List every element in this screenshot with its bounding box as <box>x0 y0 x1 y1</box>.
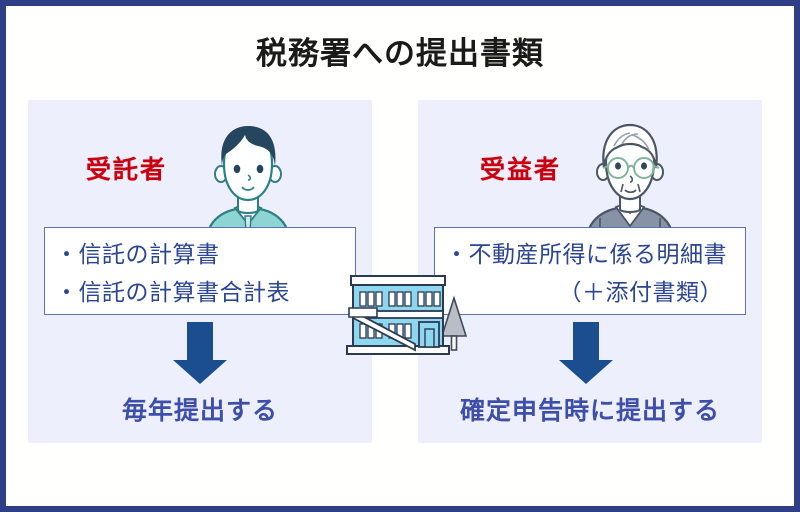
role-label-trustee: 受託者 <box>86 155 168 184</box>
infographic-inner: 税務署への提出書類 受託者 <box>6 6 794 506</box>
footer-note-beneficiary: 確定申告時に提出する <box>459 396 720 425</box>
document-item: ・信託の計算書 <box>55 242 220 268</box>
document-item: ・信託の計算書合計表 <box>55 280 290 306</box>
document-box-trustee: ・信託の計算書 ・信託の計算書合計表 <box>44 227 356 315</box>
down-arrow-icon <box>171 322 229 384</box>
document-box-beneficiary: ・不動産所得に係る明細書 （＋添付書類） <box>434 227 746 315</box>
document-item: （＋添付書類） <box>558 280 723 306</box>
panel-beneficiary: 受益者 <box>418 100 762 443</box>
tax-office-building-icon <box>343 268 469 360</box>
document-item: ・不動産所得に係る明細書 <box>445 242 727 268</box>
panel-trustee: 受託者 <box>28 100 372 443</box>
page-title: 税務署への提出書類 <box>256 36 544 72</box>
footer-note-trustee: 毎年提出する <box>121 396 278 425</box>
down-arrow-icon <box>557 322 615 384</box>
role-label-beneficiary: 受益者 <box>480 155 562 184</box>
